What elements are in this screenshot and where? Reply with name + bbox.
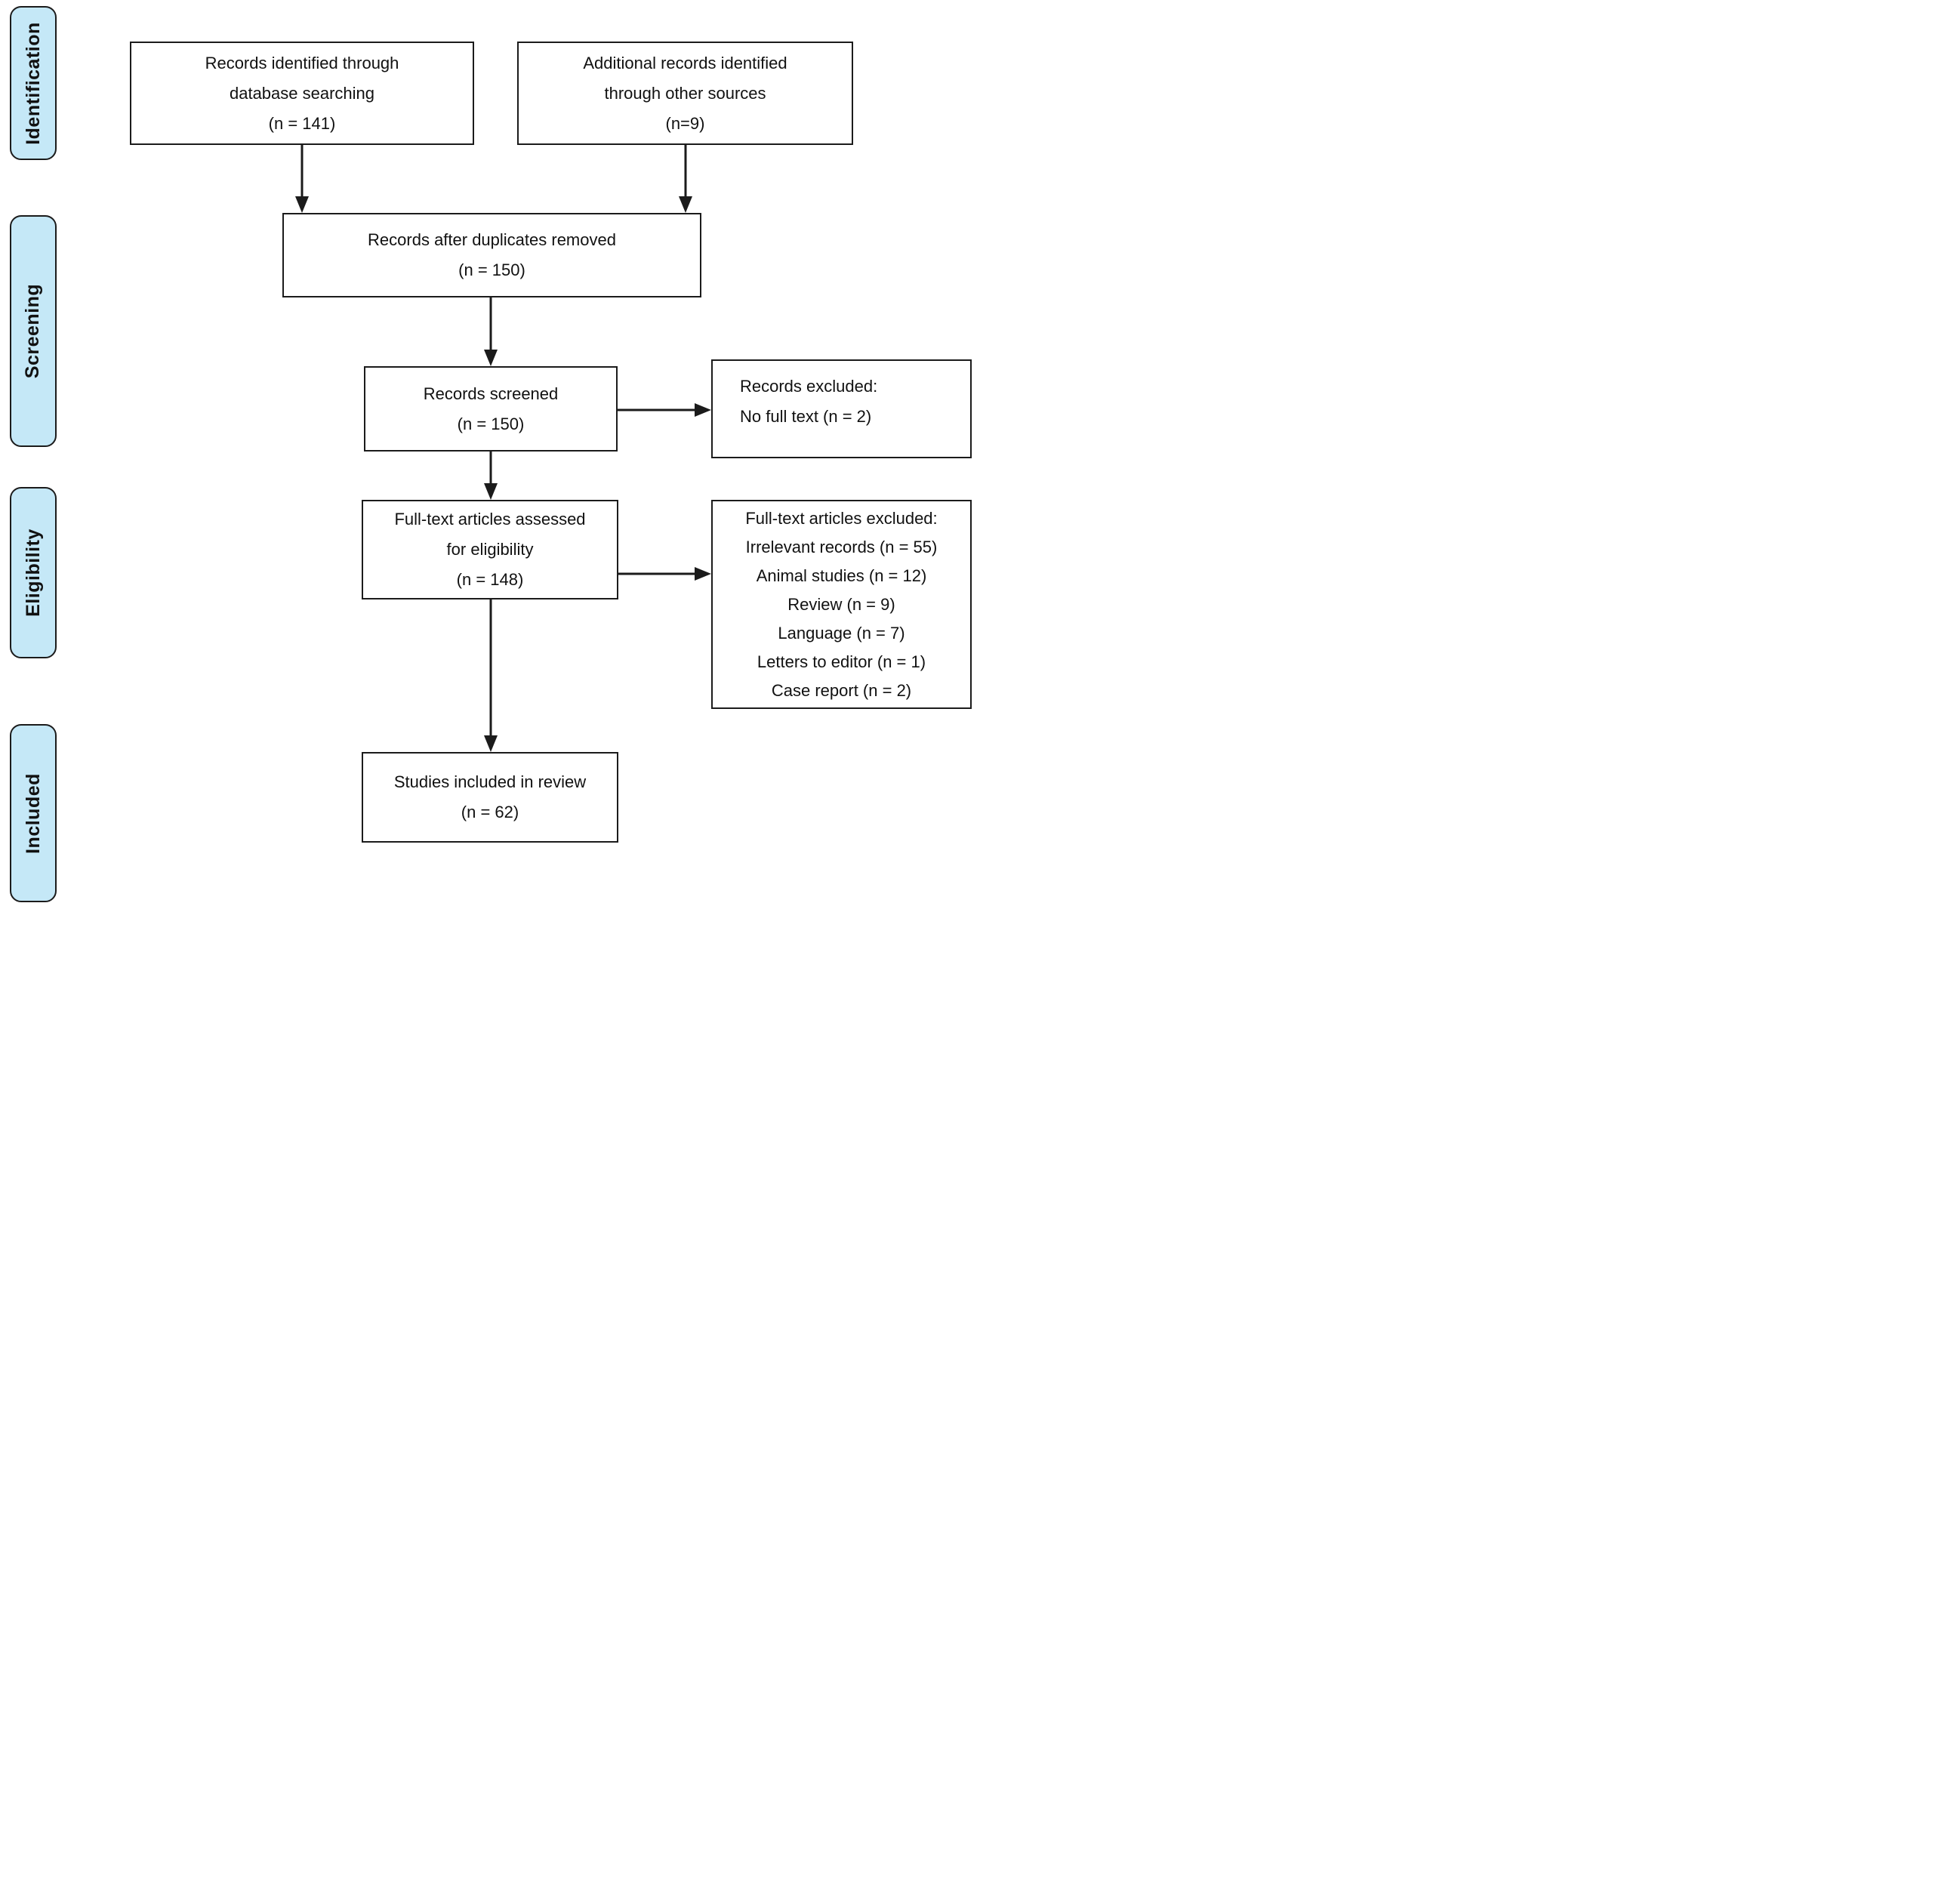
box-line: through other sources bbox=[604, 83, 766, 103]
box-line: Additional records identified bbox=[583, 53, 787, 72]
flow-box-fulltext-excluded: Full-text articles excluded: Irrelevant … bbox=[711, 500, 972, 709]
flow-box-studies-included: Studies included in review (n = 62) bbox=[362, 752, 618, 843]
flow-box-additional-records-other-sources: Additional records identified through ot… bbox=[517, 42, 853, 145]
flow-box-records-after-duplicates: Records after duplicates removed (n = 15… bbox=[282, 213, 701, 297]
stage-included-label: Included bbox=[22, 772, 44, 854]
box-line: Review (n = 9) bbox=[787, 594, 895, 614]
box-line: Records after duplicates removed bbox=[368, 230, 616, 249]
box-line: for eligibility bbox=[446, 540, 534, 559]
box-count: (n = 150) bbox=[458, 260, 525, 279]
box-count: (n = 148) bbox=[456, 570, 524, 589]
stage-identification: Identification bbox=[10, 6, 57, 160]
arrow-screened-to-fulltext-assessed bbox=[484, 452, 498, 500]
box-count: (n = 141) bbox=[268, 113, 336, 133]
flow-box-fulltext-assessed: Full-text articles assessed for eligibil… bbox=[362, 500, 618, 599]
box-line: Animal studies (n = 12) bbox=[756, 566, 927, 585]
box-count: (n = 62) bbox=[461, 803, 519, 821]
box-line: Records screened bbox=[423, 384, 559, 403]
box-line: Irrelevant records (n = 55) bbox=[745, 537, 938, 556]
arrow-other-sources-to-after-duplicates bbox=[679, 145, 692, 213]
box-line: Letters to editor (n = 1) bbox=[757, 652, 926, 671]
stage-screening-label: Screening bbox=[22, 283, 44, 379]
stage-eligibility-label: Eligibility bbox=[22, 529, 44, 617]
arrow-fulltext-assessed-to-fulltext-excluded bbox=[618, 567, 711, 581]
stage-included: Included bbox=[10, 724, 57, 902]
box-line: database searching bbox=[229, 83, 375, 103]
box-line: Records excluded: bbox=[740, 377, 878, 396]
stage-identification-label: Identification bbox=[22, 21, 44, 145]
flow-box-records-identified-database: Records identified through database sear… bbox=[130, 42, 474, 145]
box-line: Full-text articles assessed bbox=[394, 510, 586, 529]
prisma-flow-diagram: Identification Screening Eligibility Inc… bbox=[0, 0, 980, 940]
stage-screening: Screening bbox=[10, 215, 57, 447]
flow-box-records-screened: Records screened (n = 150) bbox=[364, 366, 618, 452]
box-line: Language (n = 7) bbox=[778, 623, 905, 643]
arrow-after-duplicates-to-screened bbox=[484, 297, 498, 366]
arrow-screened-to-records-excluded bbox=[618, 403, 711, 417]
box-line: Studies included in review bbox=[393, 772, 587, 791]
box-count: (n = 150) bbox=[457, 414, 525, 433]
arrow-fulltext-assessed-to-included-review bbox=[484, 599, 498, 752]
flow-box-records-excluded: Records excluded: No full text (n = 2) bbox=[711, 359, 972, 458]
arrow-db-search-to-after-duplicates bbox=[295, 145, 309, 213]
box-line: Records identified through bbox=[205, 53, 399, 72]
box-count: (n=9) bbox=[665, 113, 705, 133]
box-count: No full text (n = 2) bbox=[740, 407, 872, 426]
stage-eligibility: Eligibility bbox=[10, 487, 57, 658]
box-line: Case report (n = 2) bbox=[771, 680, 912, 700]
box-line: Full-text articles excluded: bbox=[745, 508, 938, 528]
